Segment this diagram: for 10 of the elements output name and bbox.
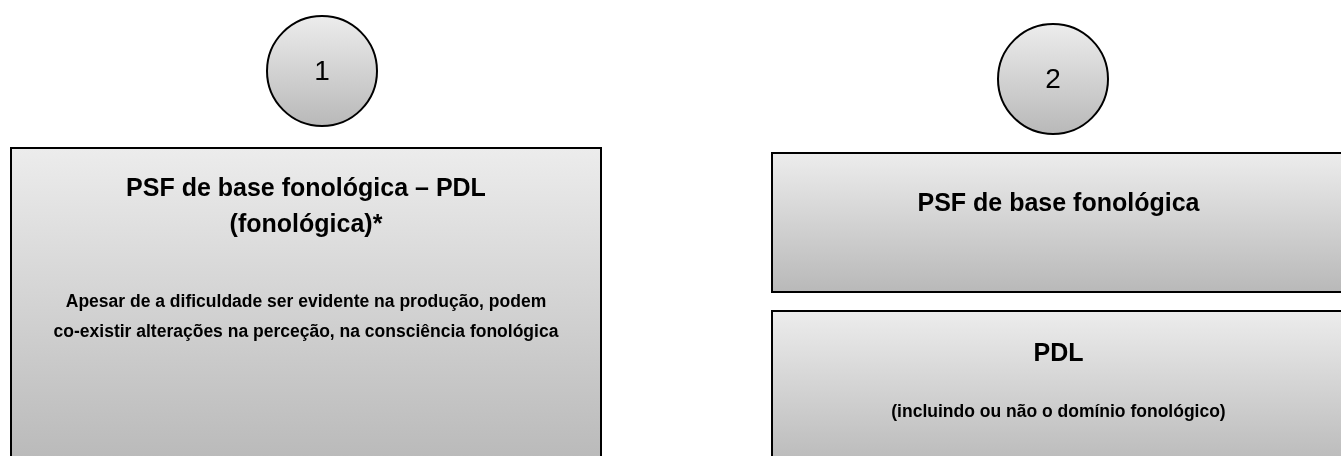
number-label: 2 [1045, 63, 1061, 95]
text-box [771, 152, 1341, 293]
description: Apesar de a dificuldade ser evidente na produção, podem co-existir alterações na perceção, na consciência fonológica [52, 289, 560, 344]
heading: PSF de base fonológica – PDL (fonológica)* [125, 172, 487, 240]
heading: PSF de base fonológica [917, 187, 1200, 218]
number-label: 1 [314, 55, 330, 87]
text-box [10, 147, 602, 456]
heading: PDL [1033, 337, 1084, 368]
description: (incluindo ou não o domínio fonológico) [891, 400, 1226, 424]
text-box [771, 310, 1341, 456]
